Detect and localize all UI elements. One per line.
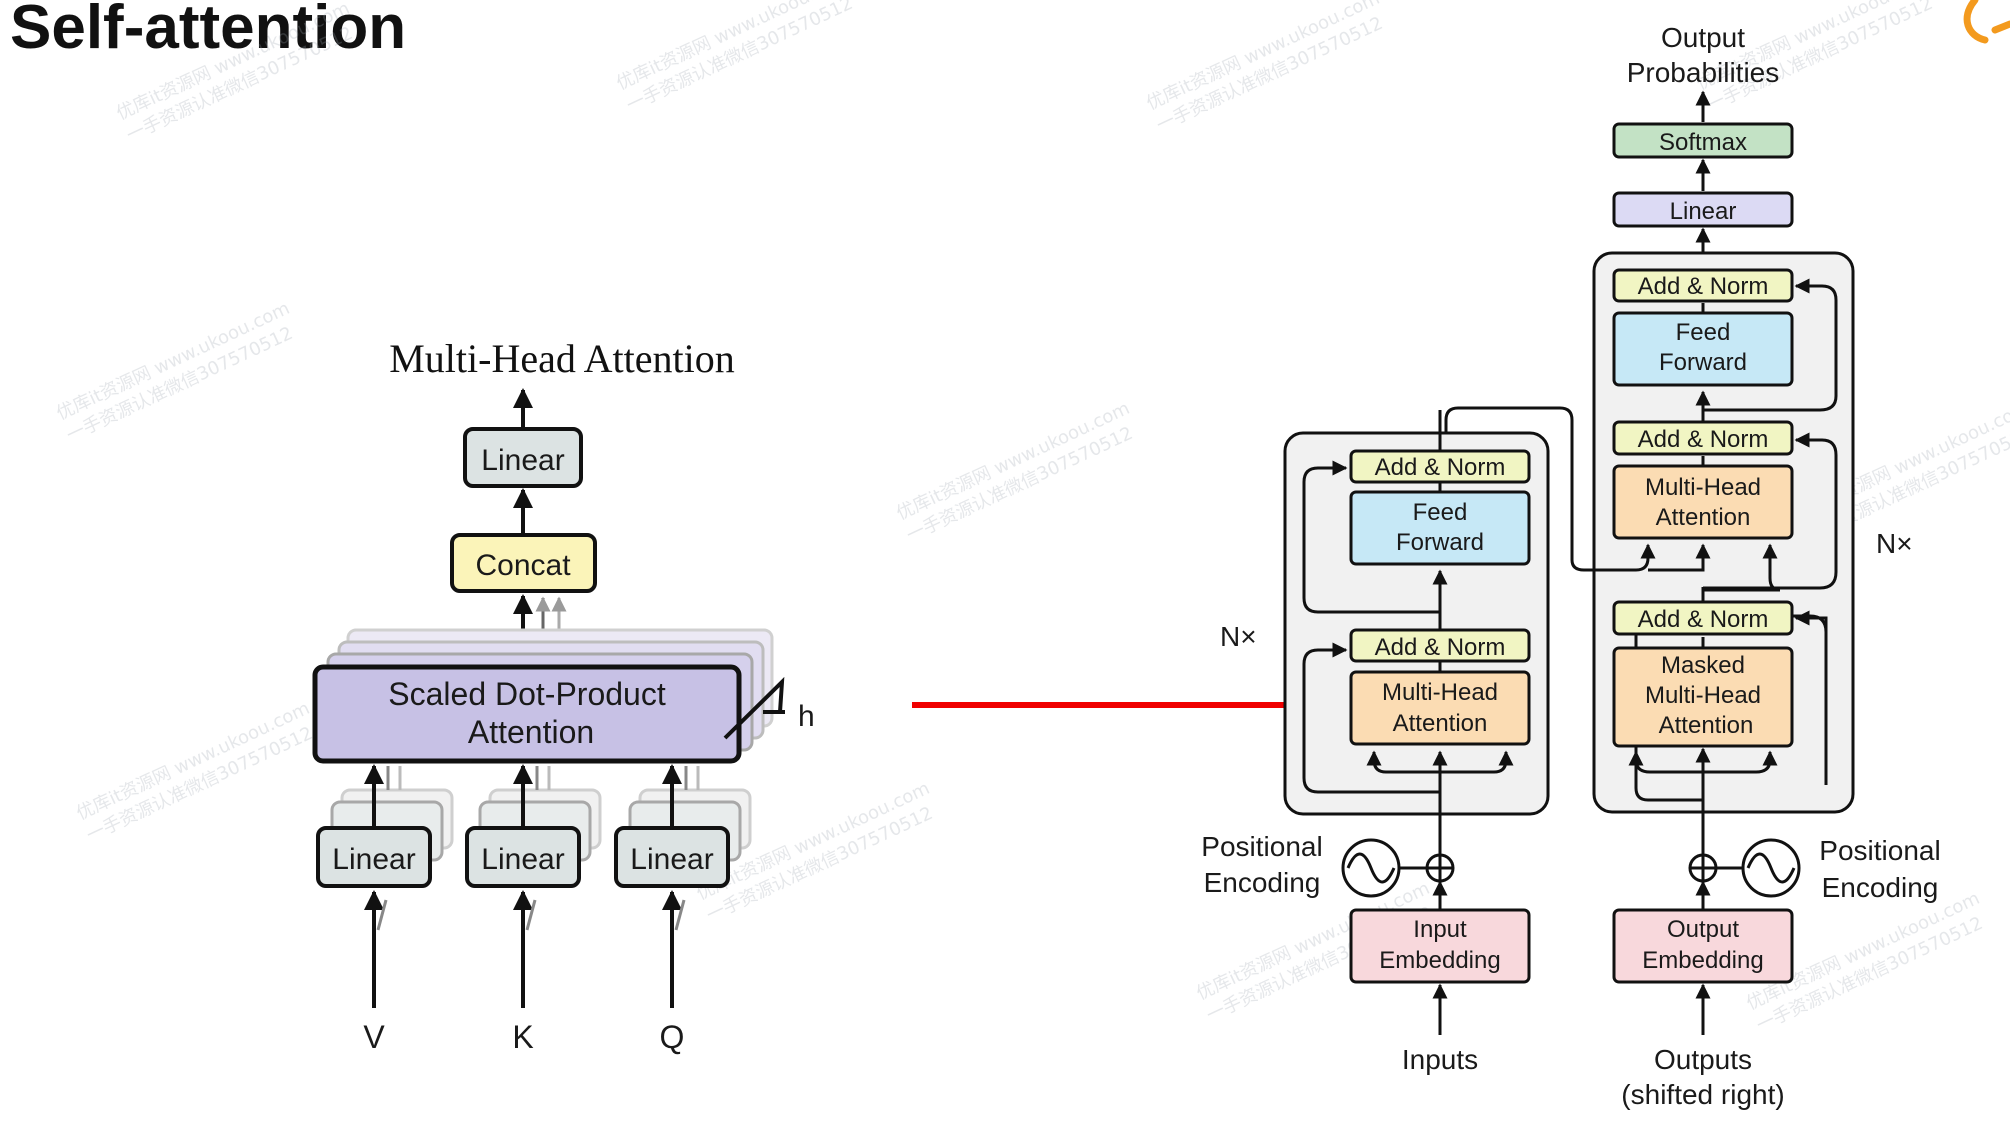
linear-v	[316, 826, 432, 888]
slide-title: Self-attention	[10, 0, 407, 62]
decoder-mha-line2: Attention	[1656, 504, 1751, 531]
final-linear-label: Linear	[1670, 198, 1737, 225]
output-probabilities-line2: Probabilities	[1627, 57, 1780, 88]
scaled-dot-product-attention	[312, 664, 742, 764]
output-embedding-line2: Embedding	[1642, 947, 1763, 974]
multi-head-attention-diagram: Multi-Head Attention Linear Concat Scale…	[312, 336, 815, 1055]
heads-bracket	[723, 676, 785, 740]
masked-line1: Masked	[1661, 652, 1745, 679]
sdpa-label-line1: Scaled Dot-Product	[388, 676, 666, 712]
input-embedding-line1: Input	[1413, 916, 1467, 943]
mha-concat	[450, 533, 597, 593]
decoder-positional-line1: Positional	[1819, 835, 1940, 866]
mha-output-linear	[463, 427, 583, 488]
encoder-add-norm-top-label: Add & Norm	[1375, 454, 1506, 481]
encoder-positional-line2: Encoding	[1204, 867, 1321, 898]
decoder-add-norm-mid-label: Add & Norm	[1638, 426, 1769, 453]
decoder-repeat-label: N×	[1876, 528, 1913, 559]
outputs-label-line2: (shifted right)	[1621, 1079, 1784, 1110]
decoder-mha-line1: Multi-Head	[1645, 474, 1761, 501]
encoder-ff-line2: Forward	[1396, 529, 1484, 556]
softmax-label: Softmax	[1659, 129, 1747, 156]
watermark-text: 优库it资源网 www.ukoou.com	[73, 698, 313, 825]
inputs-label: Inputs	[1402, 1044, 1478, 1075]
decoder-add-norm-top	[1612, 268, 1794, 303]
linear-k-label: Linear	[481, 843, 564, 876]
masked-line3: Attention	[1659, 712, 1754, 739]
encoder-add-norm-bottom-label: Add & Norm	[1375, 634, 1506, 661]
decoder-add-norm-bottom-label: Add & Norm	[1638, 606, 1769, 633]
decoder-add-norm-top-label: Add & Norm	[1638, 273, 1769, 300]
final-linear-block	[1612, 191, 1794, 228]
masked-line2: Multi-Head	[1645, 682, 1761, 709]
encoder-ff-line1: Feed	[1413, 499, 1468, 526]
heads-label: h	[798, 700, 815, 733]
outputs-label-line1: Outputs	[1654, 1044, 1752, 1075]
multi-head-title: Multi-Head Attention	[389, 336, 735, 381]
input-embedding-line2: Embedding	[1379, 947, 1500, 974]
softmax-block	[1612, 122, 1794, 159]
decoder-positional-line2: Encoding	[1822, 872, 1939, 903]
watermark-text: 优库it资源网 www.ukoou.com	[53, 298, 293, 425]
input-v-label: V	[363, 1019, 385, 1055]
sdpa-label-line2: Attention	[468, 714, 594, 750]
transformer-diagram: Output Probabilities Softmax Linear N× M…	[1201, 22, 1940, 1110]
encoder-repeat-label: N×	[1220, 621, 1257, 652]
watermark-text: 优库it资源网 www.ukoou.com	[1143, 0, 1383, 115]
decoder-ff-line1: Feed	[1676, 319, 1731, 346]
input-k-label: K	[512, 1019, 533, 1055]
decoder-ff-line2: Forward	[1659, 349, 1747, 376]
watermark-text: 优库it资源网 www.ukoou.com	[893, 398, 1133, 525]
encoder-positional-line1: Positional	[1201, 831, 1322, 862]
linear-q	[614, 826, 730, 888]
watermark-text: 优库it资源网 www.ukoou.com	[113, 0, 353, 125]
corner-logo	[1963, 0, 2010, 44]
linear-v-label: Linear	[332, 843, 415, 876]
output-probabilities-line1: Output	[1661, 22, 1745, 53]
input-q-label: Q	[660, 1019, 685, 1055]
mha-output-linear-label: Linear	[481, 444, 564, 477]
linear-q-label: Linear	[630, 843, 713, 876]
linear-k	[465, 826, 581, 888]
output-embedding-line1: Output	[1667, 916, 1739, 943]
encoder-mha-line1: Multi-Head	[1382, 679, 1498, 706]
encoder-mha-line2: Attention	[1393, 710, 1488, 737]
mha-concat-label: Concat	[475, 549, 571, 582]
encoder-stack	[1283, 431, 1550, 816]
